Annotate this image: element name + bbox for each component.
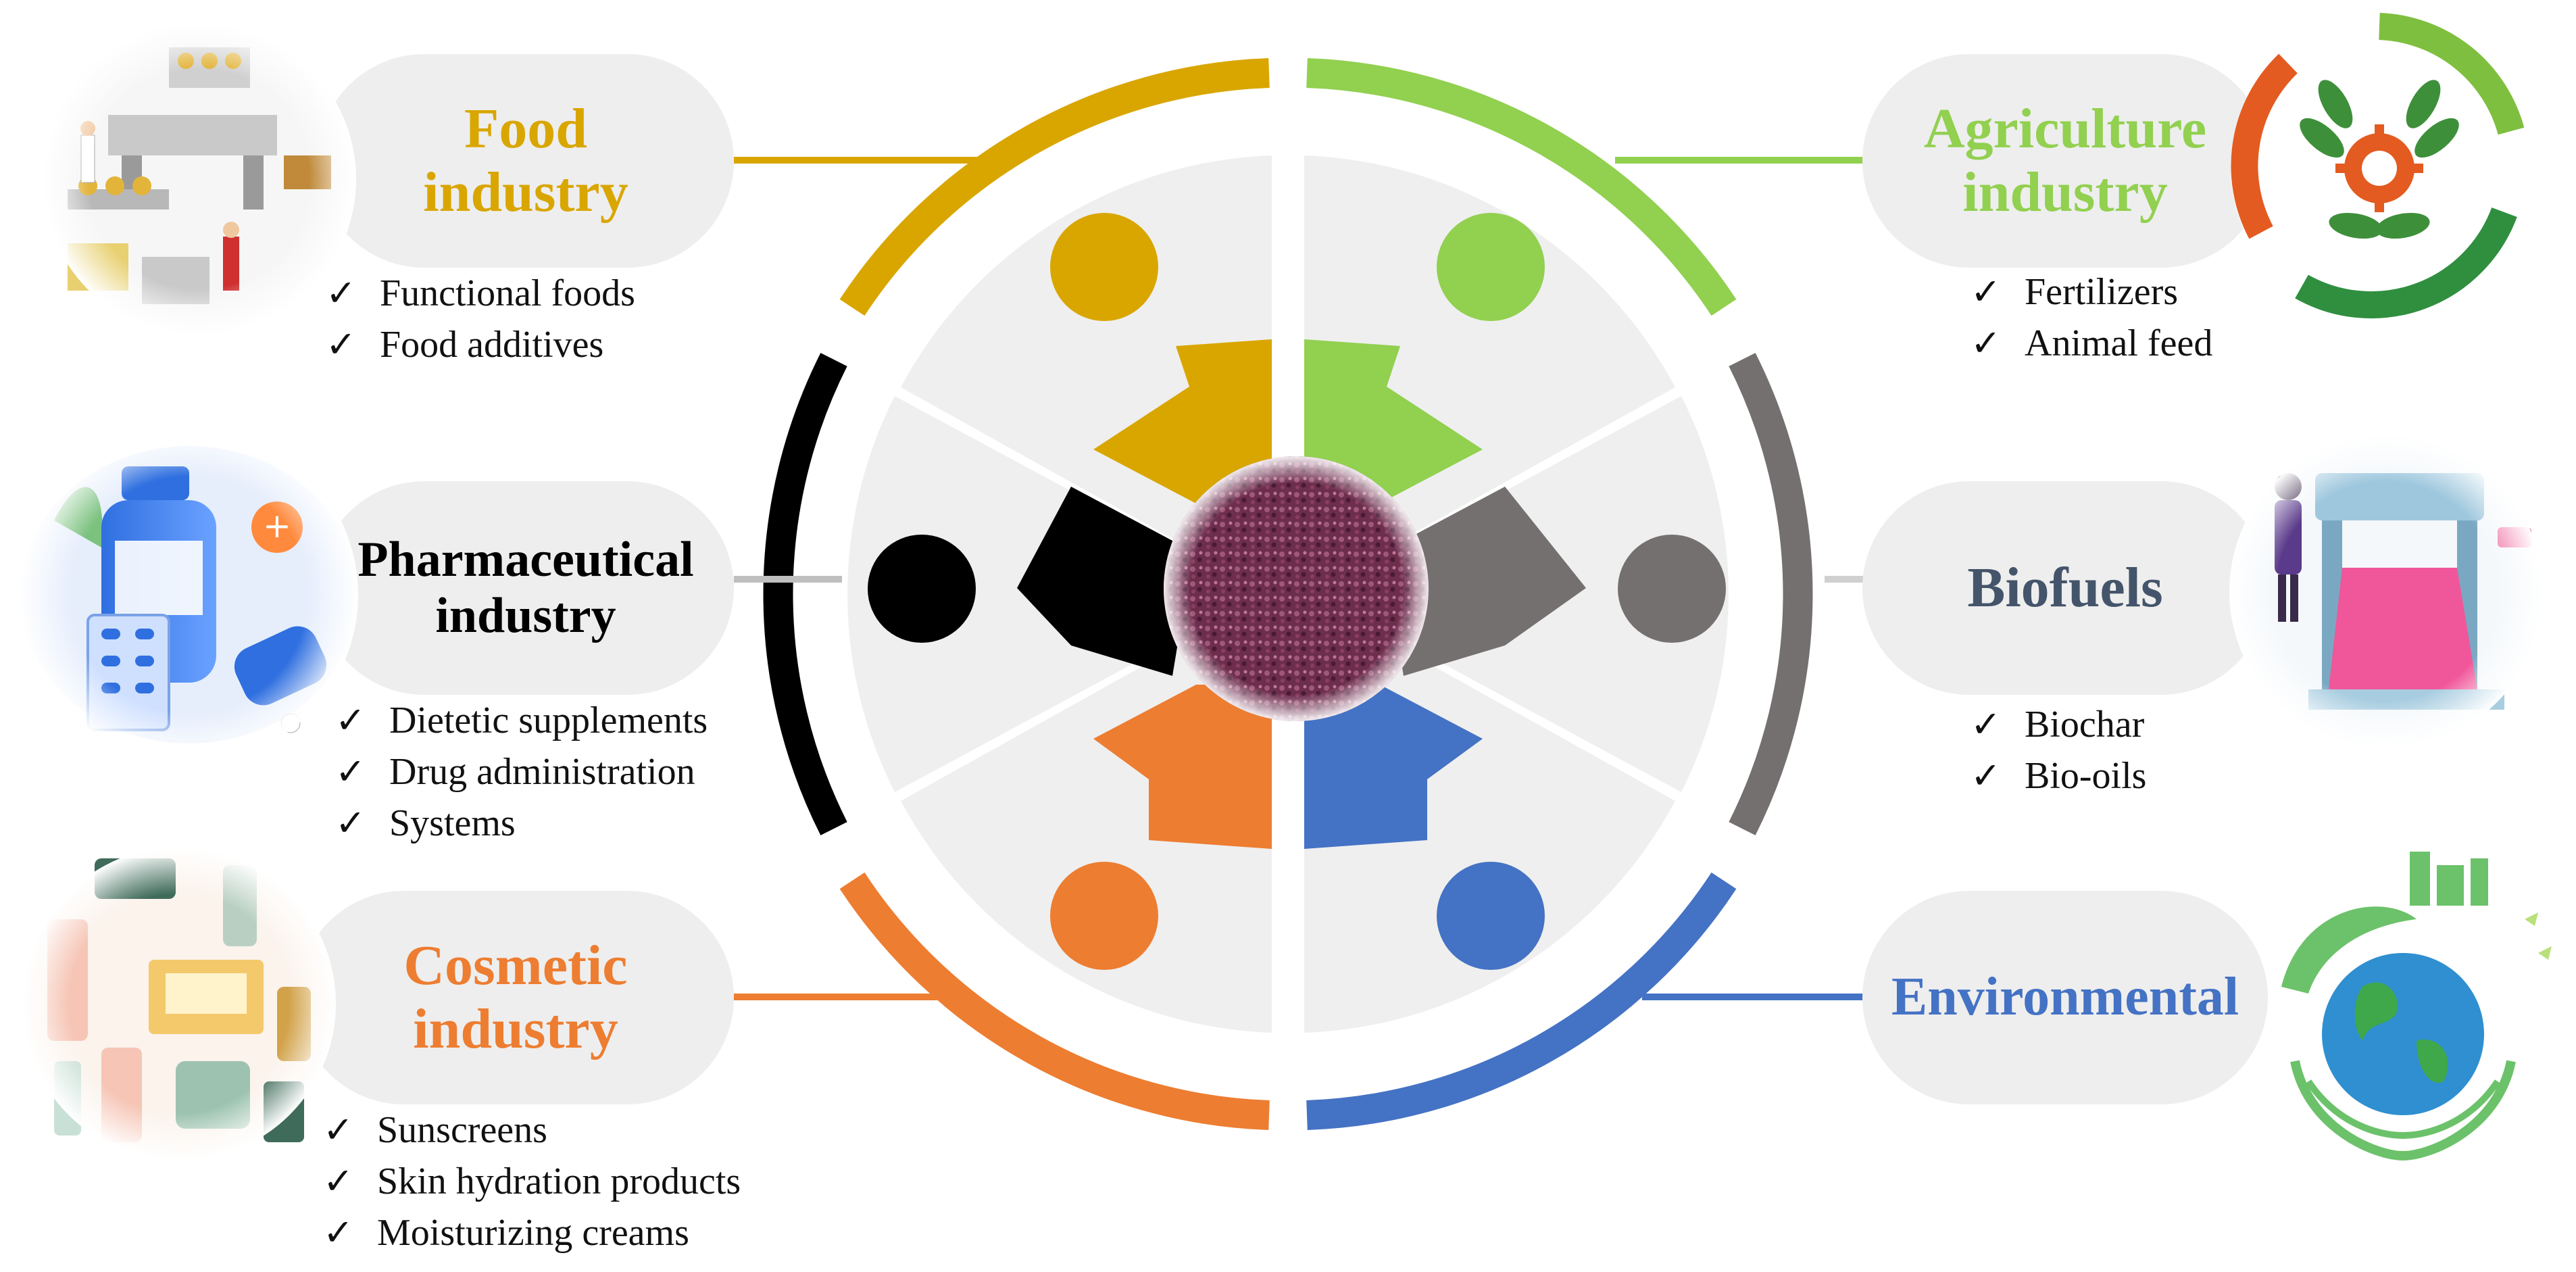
food-label-box: Food industry	[318, 54, 734, 268]
list-item: ✓Animal feed	[1971, 318, 2212, 369]
list-item: ✓Moisturizing creams	[323, 1207, 741, 1258]
arc-food	[839, 58, 1270, 316]
arc-cosmetic	[839, 872, 1270, 1130]
arc-agriculture	[1306, 58, 1737, 316]
globe-in-hands-icon	[2281, 852, 2552, 1161]
medicine-bottles-illustration: +	[20, 439, 358, 750]
star-piece-biofuels	[1390, 487, 1586, 676]
list-item: ✓Systems	[335, 798, 708, 849]
dot-agriculture	[1437, 213, 1545, 321]
food-bullets: ✓Functional foods ✓Food additives	[326, 268, 635, 370]
star-piece-pharma	[1017, 487, 1186, 676]
cosmetic-products-illustration	[22, 847, 336, 1160]
connector-biofuels	[1825, 576, 1869, 583]
wheat-gear-recycle-icon	[2231, 13, 2528, 319]
dot-cosmetic	[1050, 862, 1158, 970]
arc-biofuels	[1729, 353, 1813, 835]
dot-biofuels	[1618, 535, 1726, 643]
check-icon: ✓	[335, 700, 366, 741]
dot-food	[1050, 213, 1158, 321]
check-icon: ✓	[323, 1110, 354, 1150]
connector-agriculture	[1615, 157, 1869, 164]
check-icon: ✓	[326, 273, 357, 314]
list-item: ✓Skin hydration products	[323, 1156, 741, 1207]
food-factory-illustration	[43, 22, 356, 336]
arc-pharma	[763, 353, 847, 835]
biofuels-bullets: ✓Biochar ✓Bio-oils	[1971, 699, 2146, 802]
textile-loom-illustration	[2229, 435, 2543, 748]
pharma-label-box: Pharmaceutical industry	[318, 481, 734, 695]
check-icon: ✓	[323, 1161, 354, 1202]
check-icon: ✓	[335, 752, 366, 792]
list-item: ✓Food additives	[326, 319, 635, 370]
check-icon: ✓	[1971, 704, 2002, 745]
agriculture-label-box: Agriculture industry	[1862, 54, 2268, 268]
connector-pharma	[734, 576, 842, 583]
star-piece-agriculture	[1304, 339, 1483, 504]
pharma-bullets: ✓Dietetic supplements ✓Drug administrati…	[335, 695, 708, 849]
list-item: ✓Functional foods	[326, 268, 635, 319]
dot-pharma	[868, 535, 976, 643]
check-icon: ✓	[326, 324, 357, 365]
biofuels-label-box: Biofuels	[1862, 481, 2268, 695]
connector-environmental	[1642, 994, 1869, 1000]
center-grain-image	[1164, 456, 1429, 721]
star-piece-food	[1093, 339, 1272, 504]
list-item: ✓Drug administration	[335, 746, 708, 798]
check-icon: ✓	[323, 1213, 354, 1253]
star-piece-environmental	[1304, 685, 1483, 849]
list-item: ✓Dietetic supplements	[335, 695, 708, 746]
list-item: ✓Biochar	[1971, 699, 2146, 750]
connector-food	[734, 157, 985, 164]
list-item: ✓Fertilizers	[1971, 266, 2212, 318]
food-title: Food industry	[423, 97, 628, 224]
pharma-title: Pharmaceutical industry	[357, 532, 694, 643]
cosmetic-title: Cosmetic industry	[403, 933, 628, 1060]
environmental-title: Environmental	[1891, 967, 2239, 1027]
list-item: ✓Bio-oils	[1971, 750, 2146, 802]
connector-cosmetic	[734, 994, 950, 1000]
dot-environmental	[1437, 862, 1545, 970]
check-icon: ✓	[1971, 272, 2002, 312]
cosmetic-label-box: Cosmetic industry	[297, 891, 734, 1104]
star-piece-cosmetic	[1093, 685, 1272, 849]
biofuels-title: Biofuels	[1967, 556, 2163, 619]
cosmetic-bullets: ✓Sunscreens ✓Skin hydration products ✓Mo…	[323, 1104, 741, 1258]
check-icon: ✓	[335, 803, 366, 843]
agriculture-title: Agriculture industry	[1923, 97, 2207, 224]
check-icon: ✓	[1971, 323, 2002, 364]
check-icon: ✓	[1971, 756, 2002, 796]
environmental-label-box: Environmental	[1862, 891, 2268, 1104]
agriculture-bullets: ✓Fertilizers ✓Animal feed	[1971, 266, 2212, 369]
list-item: ✓Sunscreens	[323, 1104, 741, 1156]
arc-environmental	[1306, 872, 1737, 1130]
